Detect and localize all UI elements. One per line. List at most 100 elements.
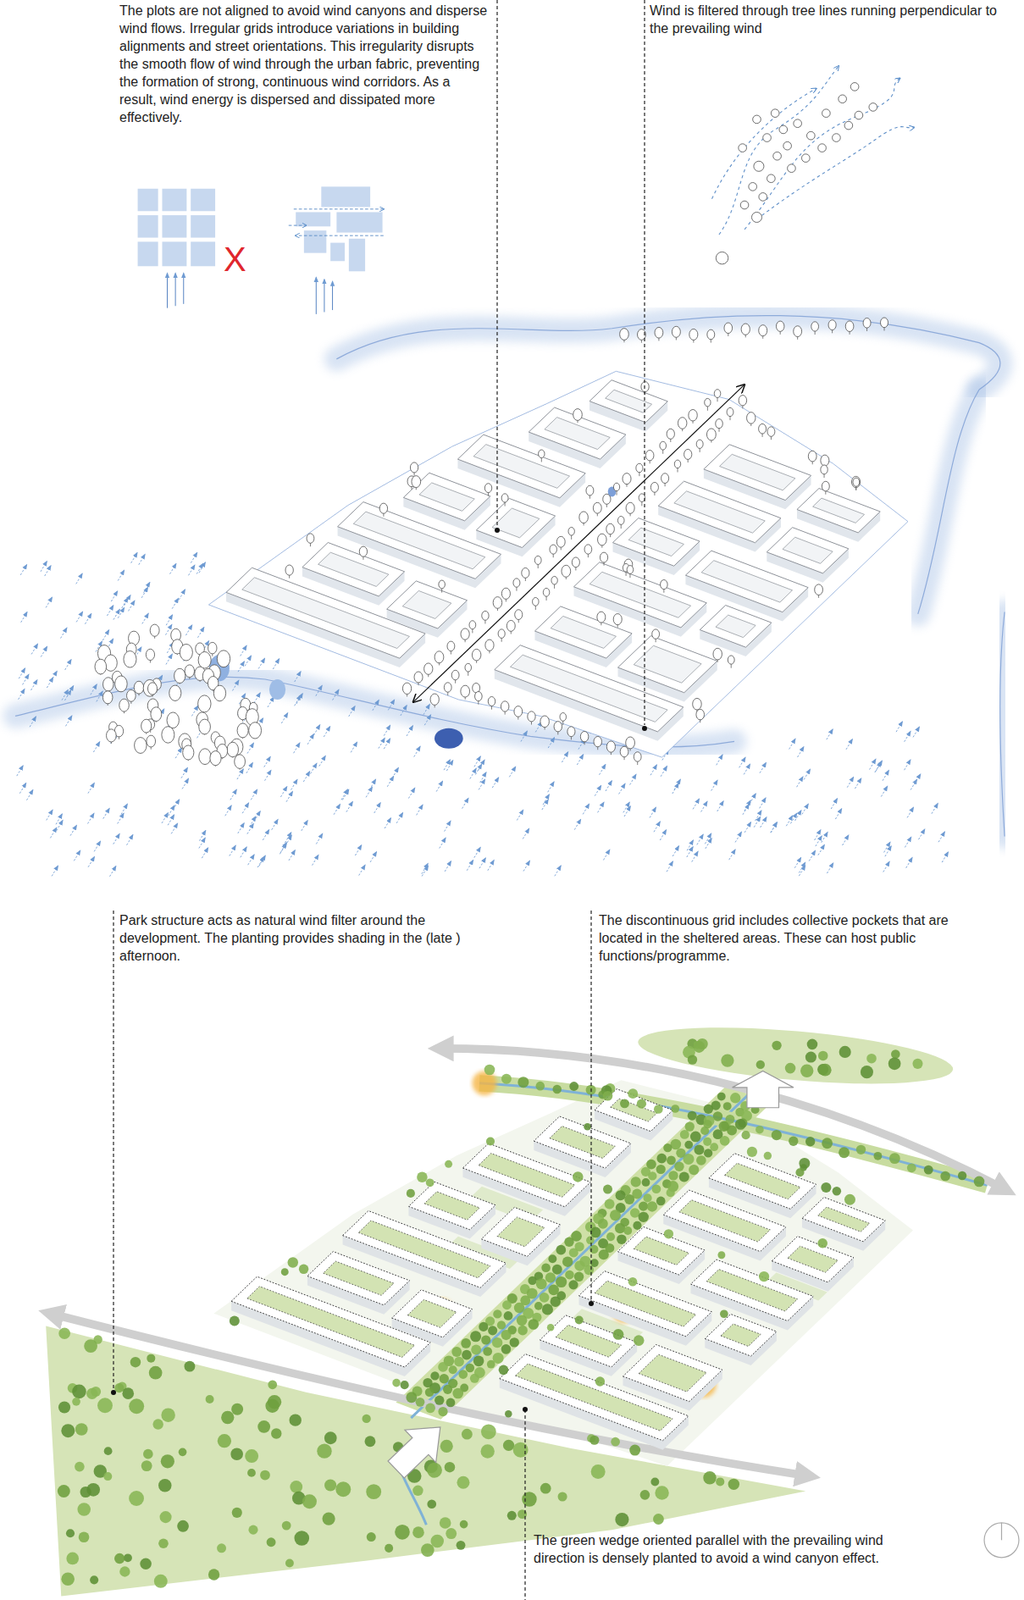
wind-arrow [27, 790, 34, 801]
tree-sketch [613, 482, 620, 495]
tree-crown [654, 326, 664, 338]
wind-arrow [121, 597, 128, 609]
wind-arrow [76, 573, 83, 584]
wind-arrow [110, 866, 117, 877]
tree-canopy [440, 1439, 454, 1453]
tree-sketch [424, 663, 433, 677]
tree-canopy [647, 1171, 657, 1180]
wind-arrow [705, 838, 712, 849]
tree-canopy [545, 1272, 556, 1283]
tree-crown [443, 682, 452, 692]
tree-canopy [78, 1531, 90, 1543]
tree-sketch [534, 555, 542, 569]
tree-crown [661, 473, 670, 484]
tree-canopy [527, 1276, 537, 1285]
tree-crown [484, 483, 492, 493]
tree-crown [603, 493, 611, 504]
tree-crown [758, 325, 768, 337]
wind-arrow [315, 833, 322, 844]
wind-arrow [237, 769, 244, 780]
north-symbol [1001, 1522, 1002, 1540]
building-block [494, 645, 684, 742]
tree-crown [696, 439, 703, 449]
regular-grid-cell [190, 188, 216, 211]
wind-arrow [749, 793, 756, 804]
tree-canopy [595, 1376, 605, 1386]
tree-sketch [475, 691, 483, 704]
wind-arrow [348, 706, 355, 717]
wind-arrow [103, 808, 110, 820]
wind-arrow [199, 562, 205, 573]
tree-sketch [580, 730, 589, 745]
wind-arrow [18, 668, 25, 679]
building-side [403, 472, 491, 530]
tree-canopy [866, 1053, 877, 1064]
tree-crown [814, 584, 824, 596]
wind-arrow [46, 677, 53, 688]
tree-canopy [912, 1058, 923, 1069]
wind-arrow [178, 589, 185, 600]
wind-arrow [372, 700, 379, 711]
tree-canopy [130, 1356, 141, 1368]
tree-canopy [598, 1249, 609, 1260]
regular-grid-cell [190, 241, 216, 266]
tree-canopy [501, 1344, 512, 1355]
wind-arrow [167, 814, 174, 825]
tree-sketch [696, 439, 703, 453]
wind-arrow [423, 704, 430, 715]
wind-arrow [96, 691, 103, 702]
tree-crown [451, 669, 460, 680]
wind-arrow [70, 825, 77, 836]
tree-sketch [713, 647, 722, 662]
tree-canopy [83, 1339, 98, 1353]
tree-canopy [785, 1062, 797, 1074]
building-block [612, 518, 700, 576]
wind-arrow [594, 785, 601, 797]
tree-canopy [502, 1300, 512, 1310]
wind-arrow [770, 822, 777, 833]
wind-arrow [29, 716, 36, 727]
tree-canopy [703, 1148, 713, 1157]
tree-crown [521, 567, 530, 578]
wind-arrow [247, 742, 254, 753]
wind-arrow [102, 630, 109, 641]
tree-crown [464, 663, 472, 672]
tree-circle [767, 174, 776, 183]
building-side [226, 567, 426, 668]
tree-canopy [615, 1190, 626, 1201]
tree-canopy [656, 1164, 666, 1174]
tree-canopy [406, 1189, 416, 1198]
tree-sketch [94, 658, 107, 675]
wind-arrow [516, 809, 523, 820]
courtyard [323, 1261, 394, 1296]
tree-crown [851, 476, 860, 488]
wind-arrow [842, 835, 849, 846]
tree-canopy [650, 1477, 659, 1487]
courtyard [247, 1286, 416, 1358]
building-roof [307, 1251, 410, 1306]
wind-arrow [487, 860, 494, 871]
tree-crown [469, 620, 477, 630]
tree-crown [447, 641, 455, 652]
courtyard [402, 590, 452, 619]
tree-canopy [420, 1543, 435, 1557]
building-roof [494, 645, 684, 732]
tree-canopy [119, 1566, 130, 1577]
tree-crown [249, 722, 262, 739]
wind-arrow [254, 692, 261, 703]
wind-arrow [90, 684, 97, 695]
tree-canopy [57, 1484, 71, 1498]
wind-arrow [113, 834, 120, 845]
tree-crown [498, 629, 505, 639]
wind-arrow [175, 747, 182, 759]
tree-crown [626, 565, 634, 575]
tree-canopy [614, 1223, 626, 1234]
tree-canopy [758, 1271, 770, 1282]
tree-crown [852, 477, 860, 487]
tree-canopy [679, 1171, 690, 1182]
tree-circle [787, 164, 797, 173]
wind-arrow [414, 747, 421, 758]
tree-crown [94, 658, 107, 675]
wind-arrow [906, 857, 913, 869]
